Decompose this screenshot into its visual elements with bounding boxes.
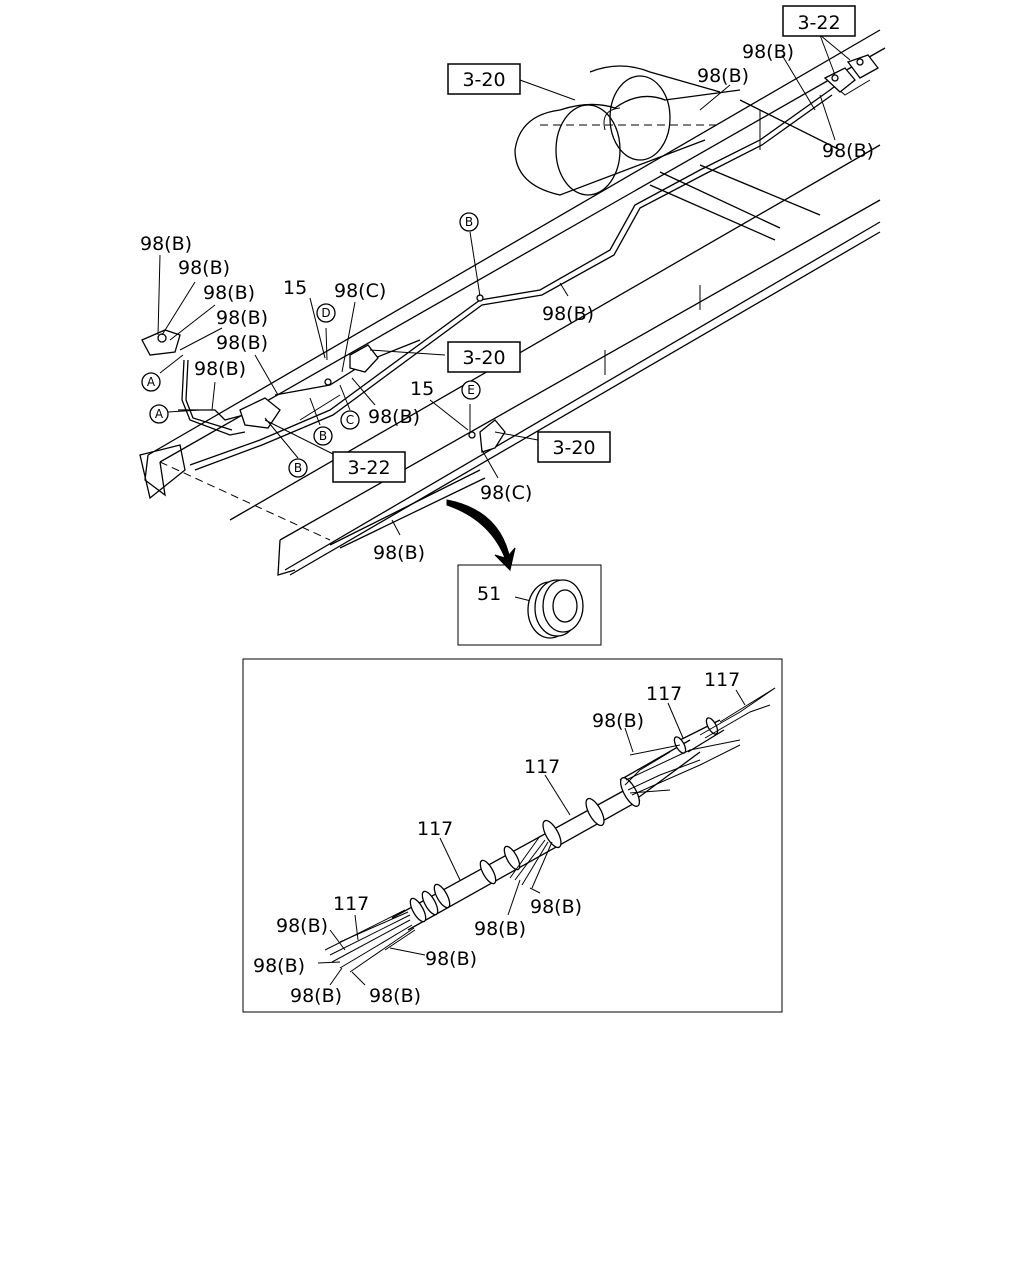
connector-marker-a: A	[141, 372, 161, 392]
svg-text:A: A	[147, 375, 156, 389]
part-label-98c: 98(C)	[480, 482, 532, 504]
grommet-drawing	[527, 579, 584, 639]
part-label-117: 117	[333, 893, 369, 915]
part-label-98b: 98(B)	[276, 915, 328, 937]
ref-box-3-20-mid[interactable]	[447, 341, 521, 373]
ref-label-3-20-mid: 3-20	[462, 347, 505, 369]
connector-marker-a: A	[149, 404, 169, 424]
part-label-98b: 98(B)	[178, 257, 230, 279]
part-label-117: 117	[417, 818, 453, 840]
chassis-frame-illustration	[139, 29, 886, 576]
part-label-98b: 98(B)	[369, 985, 421, 1007]
connector-marker-c: C	[340, 410, 360, 430]
ref-box-3-22-front[interactable]	[332, 451, 406, 483]
svg-text:A: A	[155, 407, 164, 421]
part-label-98b: 98(B)	[822, 140, 874, 162]
connector-marker-b: B	[288, 458, 308, 478]
wire-harness-routing	[178, 74, 871, 471]
harness-labels: 117 117 98(B) 117 117 117 98(B) 98(B) 98…	[253, 669, 740, 1007]
part-label-15: 15	[283, 277, 307, 299]
part-label-98b: 98(B)	[425, 948, 477, 970]
connection-markers: B A A D C B B E	[141, 212, 481, 478]
harness-branch-wires	[324, 687, 776, 973]
grommet-detail: 51	[457, 564, 602, 646]
part-label-98b: 98(B)	[140, 233, 192, 255]
ref-label-3-20-side: 3-20	[552, 437, 595, 459]
part-label-117: 117	[524, 756, 560, 778]
detail-arrow	[446, 499, 516, 571]
part-label-98c: 98(C)	[334, 280, 386, 302]
part-label-98b: 98(B)	[530, 896, 582, 918]
brackets	[141, 54, 879, 453]
part-label-51: 51	[477, 583, 501, 605]
ref-box-3-22-top[interactable]	[782, 5, 856, 37]
svg-text:D: D	[321, 306, 330, 320]
part-label-98b: 98(B)	[203, 282, 255, 304]
part-label-98b: 98(B)	[373, 542, 425, 564]
part-label-117: 117	[646, 683, 682, 705]
part-label-98b: 98(B)	[697, 65, 749, 87]
part-label-15: 15	[410, 378, 434, 400]
part-label-98b: 98(B)	[216, 307, 268, 329]
ref-label-3-20-tank: 3-20	[462, 69, 505, 91]
fuel-tank-drawing	[514, 65, 741, 196]
part-label-98b: 98(B)	[474, 918, 526, 940]
part-label-98b: 98(B)	[542, 303, 594, 325]
svg-text:E: E	[467, 383, 475, 397]
part-label-98b: 98(B)	[253, 955, 305, 977]
svg-text:B: B	[294, 461, 302, 475]
harness-leaders	[317, 689, 746, 986]
part-label-98b: 98(B)	[216, 332, 268, 354]
part-label-117: 117	[704, 669, 740, 691]
connector-marker-b: B	[459, 212, 479, 232]
svg-text:C: C	[346, 413, 354, 427]
leader-lines	[157, 34, 851, 536]
ref-label-3-22-top: 3-22	[797, 12, 840, 34]
svg-text:B: B	[465, 215, 473, 229]
part-label-98b: 98(B)	[742, 41, 794, 63]
reference-boxes: 3-22 3-20 3-20 3-22 3-20	[332, 5, 856, 483]
connector-marker-d: D	[316, 303, 336, 323]
ref-box-3-20-side[interactable]	[537, 431, 611, 463]
part-label-98b: 98(B)	[194, 358, 246, 380]
ref-box-3-20-tank[interactable]	[447, 63, 521, 95]
connector-marker-b: B	[313, 426, 333, 446]
part-label-98b: 98(B)	[368, 406, 420, 428]
harness-detail-panel: 117 117 98(B) 117 117 117 98(B) 98(B) 98…	[242, 658, 783, 1013]
ref-label-3-22-front: 3-22	[347, 457, 390, 479]
svg-text:B: B	[319, 429, 327, 443]
part-label-98b: 98(B)	[592, 710, 644, 732]
part-label-98b: 98(B)	[290, 985, 342, 1007]
part-labels-top: 98(B) 98(B) 98(B) 98(B) 98(B) 98(B) 98(B…	[140, 41, 874, 564]
connector-marker-e: E	[461, 380, 481, 400]
